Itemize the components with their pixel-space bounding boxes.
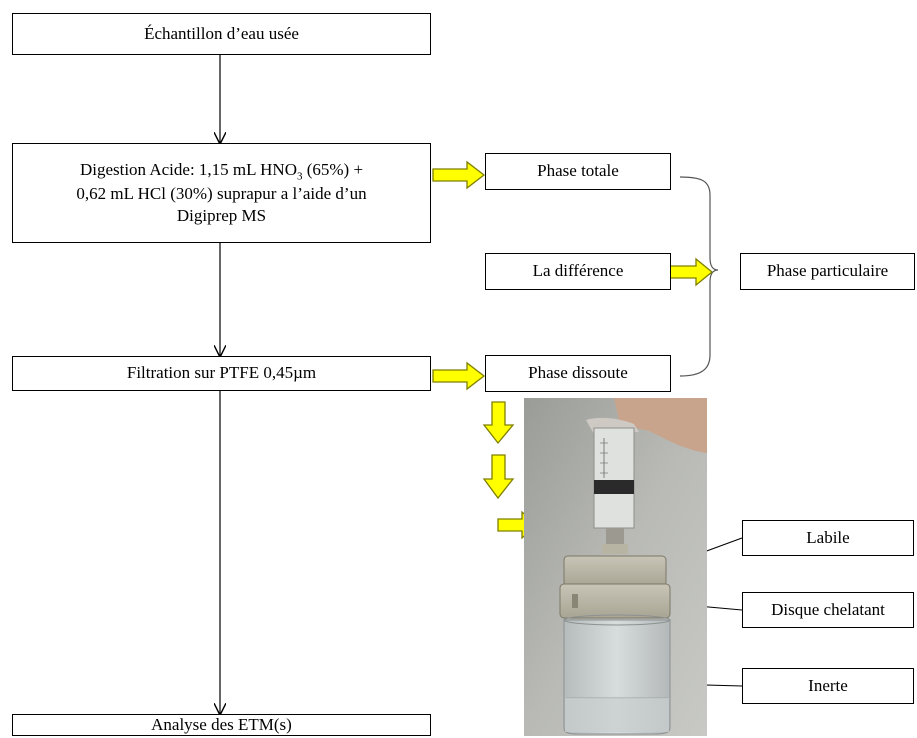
phase-difference-box: La différence: [485, 253, 671, 290]
yellow-arrow-difference-to-particulate: [669, 257, 714, 287]
filtration-label: Filtration sur PTFE 0,45µm: [126, 363, 317, 383]
digestion-line-1-tail: (65%) +: [302, 159, 364, 179]
yellow-arrow-down-1: [482, 401, 515, 445]
label-chelating-disk-box: Disque chelatant: [742, 592, 914, 628]
digestion-line-1: Digestion Acide: 1,15 mL HNO3 (65%) +: [80, 159, 363, 184]
digestion-subscript: 3: [296, 169, 303, 182]
sample-box: Échantillon d’eau usée: [12, 13, 431, 55]
analysis-box: Analyse des ETM(s): [12, 714, 431, 736]
phase-difference-label: La différence: [532, 261, 624, 281]
label-inert: Inerte: [808, 675, 848, 695]
grouping-bracket: [679, 176, 719, 377]
label-labile-box: Labile: [742, 520, 914, 556]
sample-label: Échantillon d’eau usée: [144, 23, 299, 43]
yellow-arrow-down-2: [482, 454, 515, 500]
digestion-line-2: 0,62 mL HCl (30%) suprapur a l’aide d’un: [76, 184, 367, 204]
device-photo: [524, 398, 707, 736]
phase-total-box: Phase totale: [485, 153, 671, 190]
digestion-line-1-head: Digestion Acide: 1,15 mL HNO: [79, 159, 297, 179]
phase-particulate-label: Phase particulaire: [766, 261, 889, 281]
digestion-box: Digestion Acide: 1,15 mL HNO3 (65%) + 0,…: [12, 143, 431, 243]
phase-dissolved-label: Phase dissoute: [528, 363, 628, 383]
phase-total-label: Phase totale: [537, 161, 619, 181]
yellow-arrow-to-dissolved: [432, 361, 486, 391]
label-labile: Labile: [806, 527, 850, 547]
label-chelating-disk: Disque chelatant: [771, 599, 885, 619]
yellow-arrow-to-total: [432, 160, 486, 190]
phase-dissolved-box: Phase dissoute: [485, 355, 671, 392]
filtration-box: Filtration sur PTFE 0,45µm: [12, 356, 431, 391]
phase-particulate-box: Phase particulaire: [740, 253, 915, 290]
label-inert-box: Inerte: [742, 668, 914, 704]
digestion-line-3: Digiprep MS: [176, 206, 267, 226]
analysis-label: Analyse des ETM(s): [151, 714, 292, 734]
